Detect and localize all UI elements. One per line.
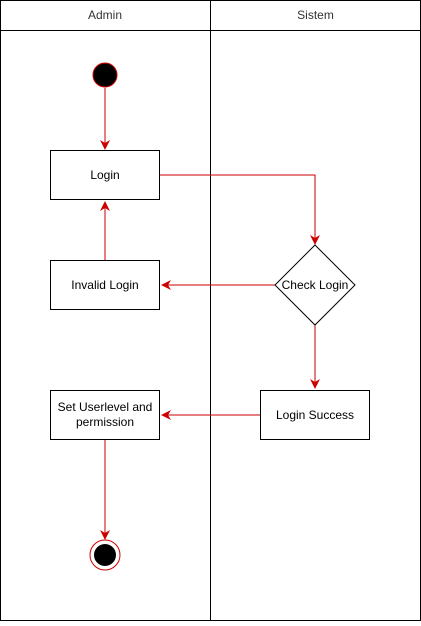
check-login-decision bbox=[274, 244, 356, 326]
login-success-action bbox=[260, 390, 370, 440]
set-userlevel-action bbox=[50, 390, 160, 440]
lane-title-sistem: Sistem bbox=[297, 8, 334, 22]
lane-title-admin: Admin bbox=[87, 8, 122, 22]
end-node-core bbox=[94, 544, 116, 566]
start-node bbox=[92, 62, 118, 88]
edge-login-to-check-login bbox=[160, 174, 320, 245]
invalid-login-action bbox=[50, 260, 160, 310]
login-action bbox=[50, 150, 160, 200]
